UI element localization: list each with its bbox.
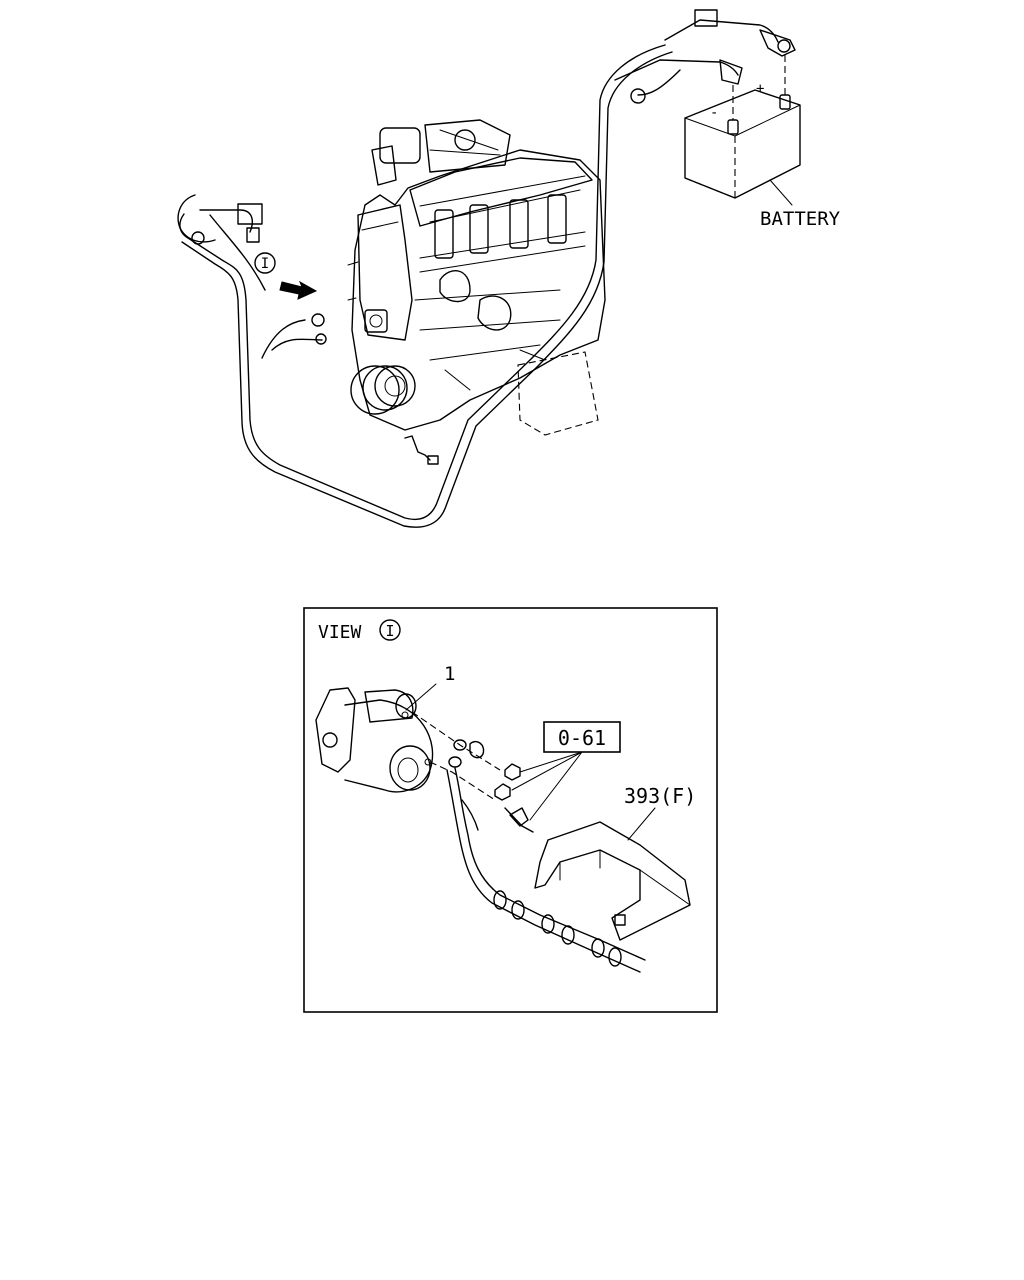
inset-view-title: VIEW [318,622,362,643]
starter-cover [534,807,691,941]
engine-assembly [347,119,606,465]
callout-cover-text: 393(F) [624,784,696,808]
callout-ref-text: 0-61 [558,726,606,750]
battery [684,55,801,206]
fasteners [448,739,534,833]
callout-item-1: 1 [444,663,455,685]
inset-view-marker-circle [379,619,401,641]
inset-frame [303,607,718,1013]
battery-cable-harness [177,9,796,528]
starter-cable [446,767,646,973]
callout-ref-box [543,721,621,753]
inset-view-marker-letter: I [385,622,394,640]
view-marker [254,252,318,300]
battery-positive-mark: + [756,81,764,97]
assembly-line-upper [411,711,501,771]
battery-label: BATTERY [760,208,841,230]
callout-ref-leaders [511,751,583,821]
battery-negative-mark: - [710,105,718,121]
view-marker-letter: I [261,256,269,272]
starter-motor [315,683,437,793]
assembly-line-lower [429,761,496,801]
